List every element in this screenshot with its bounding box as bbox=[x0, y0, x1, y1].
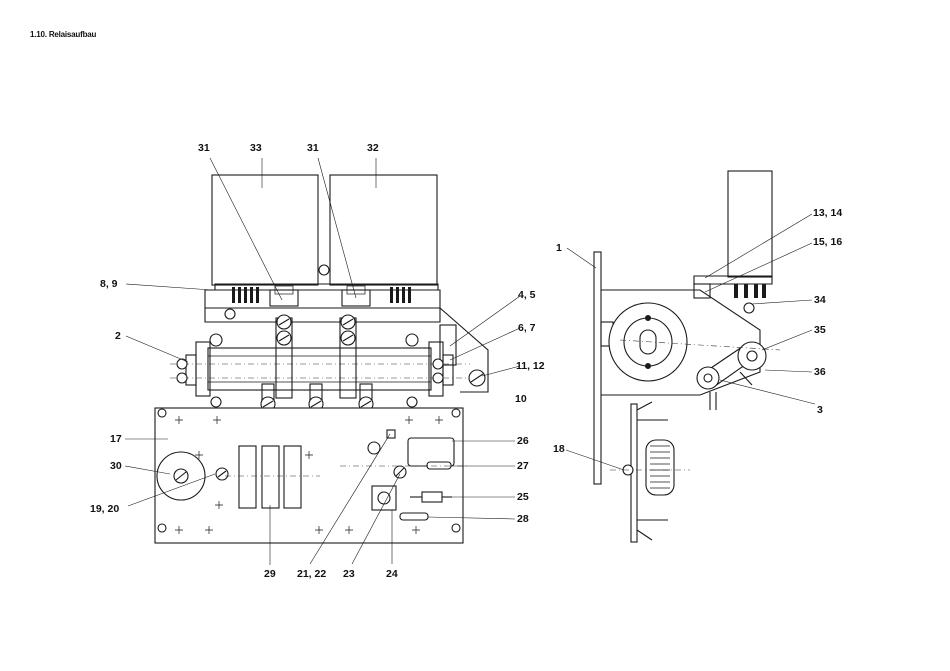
callout-label: 33 bbox=[250, 142, 262, 154]
bracket-tab bbox=[439, 324, 457, 366]
callout-label: 8, 9 bbox=[100, 278, 118, 290]
callout-label: 1 bbox=[556, 242, 562, 254]
callout-label: 21, 22 bbox=[297, 568, 326, 580]
bracket-side-plate bbox=[439, 307, 489, 393]
callout-label: 31 bbox=[198, 142, 210, 154]
page-title: 1.10. Relaisaufbau bbox=[30, 30, 97, 39]
callout-label: 3 bbox=[817, 404, 823, 416]
callout-label: 26 bbox=[517, 435, 529, 447]
callout-label: 35 bbox=[814, 324, 826, 336]
callout-label: 10 bbox=[515, 393, 527, 405]
callout-label: 29 bbox=[264, 568, 276, 580]
leader-lines bbox=[124, 157, 816, 565]
callout-label: 4, 5 bbox=[518, 289, 536, 301]
callout-label: 2 bbox=[115, 330, 121, 342]
callout-label: 15, 16 bbox=[813, 236, 842, 248]
relay-housing-side bbox=[727, 170, 773, 278]
callout-label: 11, 12 bbox=[516, 360, 545, 372]
callout-label: 28 bbox=[517, 513, 529, 525]
housing-clip bbox=[318, 264, 330, 276]
callout-label: 13, 14 bbox=[813, 207, 842, 219]
callout-label: 17 bbox=[110, 433, 122, 445]
relay-base bbox=[204, 283, 441, 320]
callout-label: 24 bbox=[386, 568, 398, 580]
callout-labels: 31 33 31 32 8, 9 2 4, 5 6, 7 11, 12 10 1… bbox=[90, 142, 842, 580]
callout-label: 30 bbox=[110, 460, 122, 472]
callout-label: 23 bbox=[343, 568, 355, 580]
relay-housing-33 bbox=[211, 174, 319, 286]
relay-housing-32 bbox=[329, 174, 438, 286]
circuit-board bbox=[154, 407, 470, 544]
callout-label: 6, 7 bbox=[518, 322, 536, 334]
front-view bbox=[154, 174, 489, 544]
callout-label: 25 bbox=[517, 491, 529, 503]
callout-label: 31 bbox=[307, 142, 319, 154]
callout-label: 32 bbox=[367, 142, 379, 154]
mounting-bracket bbox=[204, 308, 441, 323]
resistor-tube bbox=[170, 341, 470, 397]
callout-label: 36 bbox=[814, 366, 826, 378]
callout-label: 18 bbox=[553, 443, 565, 455]
callout-label: 19, 20 bbox=[90, 503, 119, 515]
terminal-studs bbox=[176, 333, 444, 408]
side-view bbox=[593, 170, 781, 543]
callout-label: 27 bbox=[517, 460, 529, 472]
base-plate bbox=[593, 251, 602, 485]
callout-label: 34 bbox=[814, 294, 826, 306]
